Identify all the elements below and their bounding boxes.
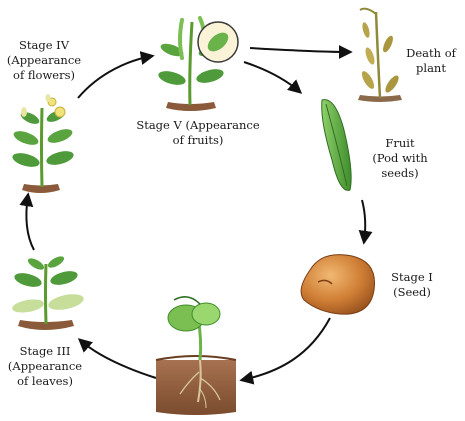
- arrow-stage5-to-death: [249, 44, 353, 59]
- flowering-plant-illustration: [12, 94, 74, 193]
- fruiting-plant-illustration: [158, 16, 239, 111]
- stage-1-line-2: (Seed): [393, 285, 431, 299]
- arrow-seedling-to-stage3: [77, 338, 157, 379]
- death-line-2: plant: [416, 61, 446, 75]
- stage-4-line-3: of flowers): [13, 68, 75, 82]
- cycle-arrows: [19, 44, 373, 385]
- arrow-stage3-to-stage4: [19, 192, 35, 251]
- arrow-stage1-to-seedling: [239, 317, 331, 385]
- fruit-line-3: seeds): [381, 166, 419, 180]
- stage-4-line-2: (Appearance: [6, 53, 82, 67]
- stage-1-label: Stage I (Seed): [382, 270, 442, 300]
- young-plant-illustration: [12, 256, 84, 330]
- stage-3-line-1: Stage III: [19, 344, 71, 358]
- stage-3-line-2: (Appearance: [7, 359, 83, 373]
- germinating-seedling-illustration: [155, 296, 237, 415]
- stage-5-line-2: of fruits): [172, 133, 224, 147]
- stage-5-line-1: Stage V (Appearance: [136, 118, 260, 132]
- seed-illustration: [300, 254, 376, 315]
- stage-5-label: Stage V (Appearance of fruits): [128, 118, 268, 148]
- arrow-stage4-to-stage5: [77, 51, 155, 99]
- fruit-label: Fruit (Pod with seeds): [360, 136, 440, 181]
- stage-3-line-3: of leaves): [17, 374, 73, 388]
- fruit-line-1: Fruit: [385, 136, 415, 150]
- pod-illustration: [321, 99, 352, 191]
- dead-plant-illustration: [358, 7, 402, 102]
- stage-3-label: Stage III (Appearance of leaves): [2, 344, 88, 389]
- death-label: Death of plant: [398, 46, 464, 76]
- arrow-fruit-to-stage1: [358, 199, 373, 245]
- arrow-stage5-to-fruit: [243, 61, 303, 94]
- fruit-line-2: (Pod with: [372, 151, 428, 165]
- stage-4-label: Stage IV (Appearance of flowers): [2, 38, 86, 83]
- stage-1-line-1: Stage I: [391, 270, 433, 284]
- stage-4-line-1: Stage IV: [18, 38, 70, 52]
- death-line-1: Death of: [406, 46, 456, 60]
